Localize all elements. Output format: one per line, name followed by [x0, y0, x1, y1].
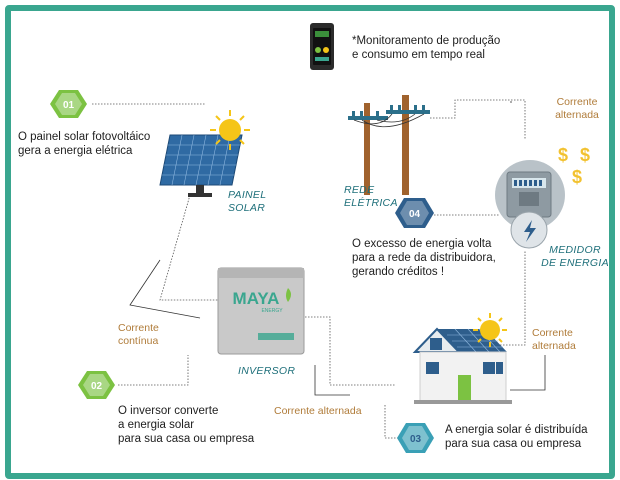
current-ac-bottom: Corrente alternada [274, 405, 362, 417]
step-02-hex-icon: 02 [78, 371, 115, 399]
power-poles-icon [348, 95, 430, 195]
ac-right-pointer [510, 355, 546, 391]
meter-to-grid-line [430, 99, 526, 140]
step-01-number: 01 [63, 100, 75, 111]
house-icon [412, 327, 512, 404]
phone-icon [310, 23, 334, 70]
step-04-hex-icon: 04 [395, 198, 434, 228]
grid-label: REDE ELÉTRICA [344, 184, 398, 209]
teal-frame [5, 5, 615, 479]
step-04-leader [424, 200, 500, 216]
inverter-label: INVERSOR [238, 365, 296, 377]
current-ac-top: Corrente alternada [555, 96, 599, 121]
step-02-text: O inversor converte a energia solar para… [118, 405, 255, 445]
current-dc: Corrente contínua [118, 322, 159, 347]
ac-bottom-pointer [314, 365, 350, 396]
house-to-meter-line [500, 250, 526, 346]
money-icons: $ $ $ [558, 145, 590, 187]
step-03-hex-icon: 03 [397, 423, 434, 453]
step-03-leader [384, 405, 398, 439]
money-symbol-3: $ [572, 167, 582, 187]
inverter-to-house-line [305, 316, 395, 386]
step-01-text: O painel solar fotovoltáico gera a energ… [18, 131, 151, 157]
inverter-brand-name: MAYA [233, 289, 280, 308]
step-04-number: 04 [409, 209, 421, 220]
money-symbol-2: $ [580, 145, 590, 165]
step-02-number: 02 [91, 381, 103, 392]
current-ac-right: Corrente alternada [532, 327, 576, 352]
money-symbol-1: $ [558, 145, 568, 165]
energy-meter-icon [495, 160, 565, 249]
solar-panel-label: PAINEL SOLAR [228, 189, 267, 214]
step-03-text: A energia solar é distribuída para sua c… [445, 424, 588, 450]
inverter-brand-sub: ENERGY [261, 308, 283, 314]
meter-label: MEDIDOR DE ENERGIA [541, 244, 609, 269]
monitoring-note: *Monitoramento de produção e consumo em … [352, 35, 501, 61]
step-04-text: O excesso de energia volta para a rede d… [352, 238, 496, 278]
house-sun-icon [473, 313, 507, 347]
panel-to-inverter-line [159, 194, 218, 301]
step-02-leader [118, 355, 189, 386]
sun-icon [210, 110, 250, 150]
step-01-hex-icon: 01 [50, 90, 87, 118]
dc-pointer-line [129, 259, 201, 319]
inverter-icon: MAYA ENERGY [217, 267, 305, 355]
leaf-icon [286, 288, 291, 302]
step-03-number: 03 [410, 434, 422, 445]
